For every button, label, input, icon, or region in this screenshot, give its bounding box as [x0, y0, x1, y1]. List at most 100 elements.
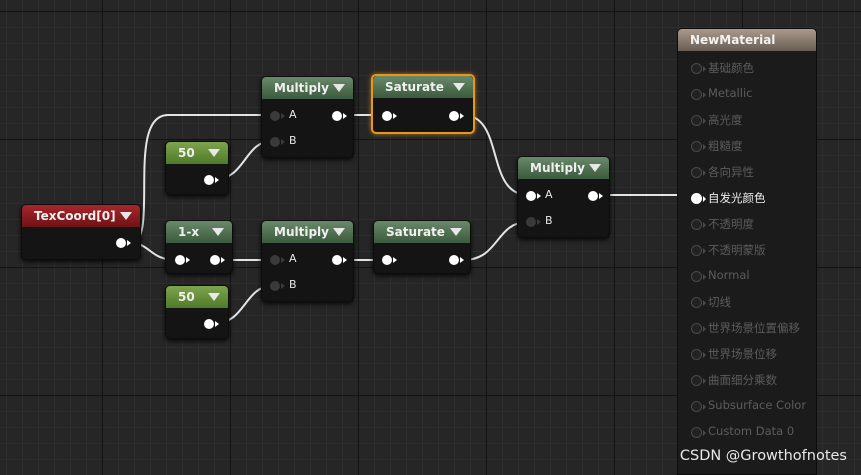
multiply-final-output-pin[interactable]	[588, 191, 603, 201]
material-input-pin[interactable]	[691, 375, 706, 386]
one-minus-header[interactable]: 1-x	[166, 221, 232, 243]
material-input-row[interactable]: 不透明蒙版	[678, 241, 816, 259]
material-input-pin[interactable]	[691, 401, 706, 412]
saturate-top-output-pin[interactable]	[449, 111, 464, 121]
material-input-row[interactable]: 曲面细分乘数	[678, 371, 816, 389]
material-input-label: Custom Data 0	[708, 424, 795, 438]
multiply-bottom-header[interactable]: Multiply	[262, 221, 353, 243]
collapse-arrow-icon[interactable]	[212, 228, 224, 236]
saturate-top-input-pin[interactable]	[382, 111, 397, 121]
material-input-row[interactable]: 自发光颜色	[678, 189, 816, 207]
constant-top-output-pin[interactable]	[204, 175, 219, 185]
multiply-top-input-b-pin[interactable]	[270, 137, 285, 147]
one-minus-input-pin[interactable]	[175, 255, 190, 265]
collapse-arrow-icon[interactable]	[208, 149, 220, 157]
collapse-arrow-icon[interactable]	[208, 293, 220, 301]
constant-top-value: 50	[178, 146, 195, 160]
texcoord-node-header[interactable]: TexCoord[0]	[22, 205, 140, 227]
material-input-pin[interactable]	[691, 141, 706, 152]
multiply-final-input-b-label: B	[545, 214, 553, 227]
wire-saturate-top-to-final	[462, 114, 529, 196]
multiply-top-title: Multiply	[274, 81, 329, 95]
material-input-row[interactable]: 世界场景位置偏移	[678, 319, 816, 337]
multiply-top-output-pin[interactable]	[332, 111, 347, 121]
material-input-label: 各向异性	[708, 165, 754, 179]
saturate-top-node[interactable]: Saturate	[371, 74, 475, 134]
collapse-arrow-icon[interactable]	[333, 228, 345, 236]
constant-top-node[interactable]: 50	[165, 141, 229, 195]
multiply-bottom-input-b-pin[interactable]	[270, 281, 285, 291]
constant-bottom-node[interactable]: 50	[165, 285, 229, 339]
material-input-row[interactable]: 不透明度	[678, 215, 816, 233]
material-input-label: 曲面细分乘数	[708, 373, 777, 387]
one-minus-node[interactable]: 1-x	[165, 220, 233, 274]
material-input-label: 粗糙度	[708, 139, 743, 153]
material-input-row[interactable]: 高光度	[678, 111, 816, 129]
material-input-label: Normal	[708, 268, 750, 282]
multiply-top-input-a-label: A	[289, 108, 297, 121]
texcoord-node[interactable]: TexCoord[0]	[21, 204, 141, 260]
collapse-arrow-icon[interactable]	[450, 228, 462, 236]
multiply-final-node[interactable]: Multiply A B	[517, 156, 610, 238]
material-result-header[interactable]: NewMaterial	[678, 29, 816, 51]
collapse-arrow-icon[interactable]	[120, 212, 132, 220]
material-input-label: 自发光颜色	[708, 191, 766, 205]
multiply-top-header[interactable]: Multiply	[262, 77, 353, 99]
texcoord-node-title: TexCoord[0]	[34, 209, 116, 223]
constant-bottom-header[interactable]: 50	[166, 286, 228, 308]
material-input-pin[interactable]	[691, 245, 706, 256]
multiply-top-node[interactable]: Multiply A B	[261, 76, 354, 158]
saturate-bottom-node[interactable]: Saturate	[373, 220, 471, 274]
saturate-bottom-input-pin[interactable]	[382, 255, 397, 265]
material-input-label: Subsurface Color	[708, 398, 807, 412]
material-input-row[interactable]: 切线	[678, 293, 816, 311]
constant-top-header[interactable]: 50	[166, 142, 228, 164]
saturate-bottom-header[interactable]: Saturate	[374, 221, 470, 243]
collapse-arrow-icon[interactable]	[453, 83, 465, 91]
texcoord-output-pin[interactable]	[116, 238, 131, 248]
one-minus-output-pin[interactable]	[210, 255, 225, 265]
multiply-top-input-a-pin[interactable]	[270, 111, 285, 121]
watermark: CSDN @Growthofnotes	[679, 448, 847, 464]
multiply-bottom-output-pin[interactable]	[332, 255, 347, 265]
multiply-bottom-input-a-pin[interactable]	[270, 255, 285, 265]
constant-bottom-value: 50	[178, 290, 195, 304]
material-input-pin[interactable]	[691, 167, 706, 178]
material-input-pin[interactable]	[691, 297, 706, 308]
material-input-pin[interactable]	[691, 89, 706, 100]
saturate-bottom-title: Saturate	[386, 225, 445, 239]
material-input-pin[interactable]	[691, 115, 706, 126]
material-input-row[interactable]: 世界场景位移	[678, 345, 816, 363]
material-input-pin[interactable]	[691, 427, 706, 438]
multiply-bottom-title: Multiply	[274, 225, 329, 239]
multiply-bottom-input-b-label: B	[289, 278, 297, 291]
material-input-row[interactable]: Subsurface Color	[678, 397, 816, 415]
material-input-pin[interactable]	[691, 63, 706, 74]
material-input-label: 世界场景位移	[708, 347, 777, 361]
material-input-pin[interactable]	[691, 349, 706, 360]
saturate-top-header[interactable]: Saturate	[373, 76, 473, 98]
material-input-row[interactable]: Normal	[678, 267, 816, 285]
material-input-row[interactable]: 粗糙度	[678, 137, 816, 155]
material-input-pin[interactable]	[691, 193, 706, 204]
material-input-row[interactable]: Metallic	[678, 85, 816, 103]
constant-bottom-output-pin[interactable]	[204, 319, 219, 329]
material-input-row[interactable]: 基础颜色	[678, 59, 816, 77]
material-input-pin[interactable]	[691, 323, 706, 334]
material-input-pin[interactable]	[691, 219, 706, 230]
collapse-arrow-icon[interactable]	[333, 84, 345, 92]
multiply-final-input-a-pin[interactable]	[526, 191, 541, 201]
multiply-final-input-b-pin[interactable]	[526, 217, 541, 227]
material-input-label: 基础颜色	[708, 61, 754, 75]
multiply-bottom-input-a-label: A	[289, 252, 297, 265]
material-result-node[interactable]: NewMaterial 基础颜色 Metallic 高光度粗糙度各向异性自发光颜色不…	[677, 28, 817, 475]
collapse-arrow-icon[interactable]	[589, 164, 601, 172]
material-input-label: 切线	[708, 295, 731, 309]
saturate-bottom-output-pin[interactable]	[449, 255, 464, 265]
material-input-row[interactable]: Custom Data 0	[678, 423, 816, 441]
saturate-top-title: Saturate	[385, 80, 444, 94]
multiply-final-header[interactable]: Multiply	[518, 157, 609, 179]
material-input-row[interactable]: 各向异性	[678, 163, 816, 181]
multiply-bottom-node[interactable]: Multiply A B	[261, 220, 354, 302]
material-input-pin[interactable]	[691, 271, 706, 282]
